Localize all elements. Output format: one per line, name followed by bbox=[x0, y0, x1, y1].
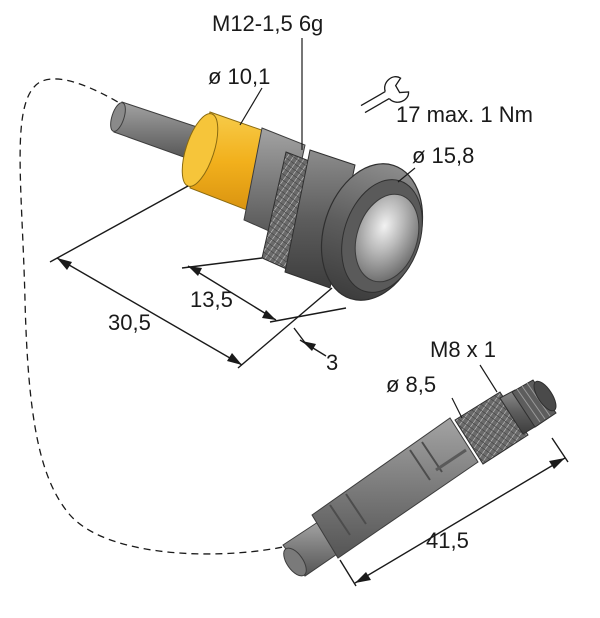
hex-nut bbox=[284, 149, 356, 289]
label-wrench: 17 max. 1 Nm bbox=[396, 102, 533, 127]
label-dim-head: 3 bbox=[326, 350, 338, 375]
label-diameter-head: ø 15,8 bbox=[412, 143, 474, 168]
label-thread-main: M12-1,5 6g bbox=[212, 11, 323, 36]
dim-thread-lines bbox=[181, 257, 347, 323]
label-diameter-sleeve: ø 10,1 bbox=[208, 64, 270, 89]
cable-end-upper bbox=[110, 102, 126, 132]
label-diameter-m8: ø 8,5 bbox=[386, 372, 436, 397]
label-dim-overall: 30,5 bbox=[108, 310, 151, 335]
leader-diameter-head bbox=[397, 167, 416, 183]
label-thread-m8: M8 x 1 bbox=[430, 337, 496, 362]
leader-thread-m8 bbox=[479, 364, 498, 393]
wrench-icon bbox=[360, 76, 410, 114]
dim-head-lines bbox=[293, 327, 327, 357]
m8-overmold-body bbox=[311, 417, 479, 559]
leader-diameter-m8 bbox=[451, 397, 463, 419]
lens bbox=[354, 193, 420, 283]
dim-overall-lines bbox=[49, 185, 333, 369]
m8-grip-ribs bbox=[329, 441, 443, 536]
label-dim-m8-length: 41,5 bbox=[426, 528, 469, 553]
cable-dashed-line bbox=[19, 78, 293, 555]
cable-end-lower bbox=[283, 547, 307, 577]
label-dim-thread: 13,5 bbox=[190, 287, 233, 312]
m8-grip-ribs-2 bbox=[435, 448, 467, 472]
m12-connector bbox=[110, 101, 424, 301]
m8-tip-face bbox=[533, 380, 557, 412]
leader-diameter-sleeve bbox=[239, 87, 263, 126]
dim-m8-length-lines bbox=[339, 437, 569, 587]
m8-connector bbox=[282, 379, 557, 577]
yellow-sleeve-end bbox=[181, 113, 219, 187]
